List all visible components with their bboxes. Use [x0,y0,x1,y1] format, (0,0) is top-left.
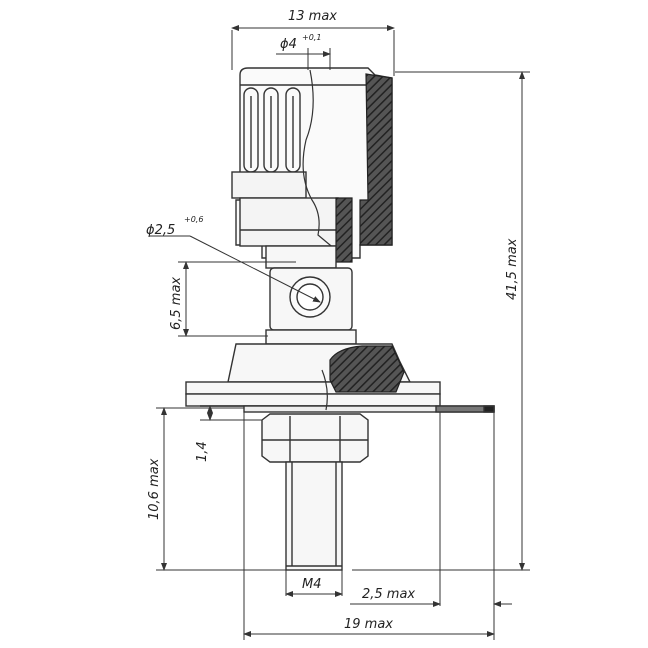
dim-plate-offset: 2,5 max [362,587,415,602]
dimension-lines [150,25,530,640]
dim-hole-height: 6,5 max [169,277,184,330]
dim-flange-thickness: 1,4 [195,441,210,462]
break-line [302,69,337,251]
cap-section-hatch [335,73,393,263]
hex-nut [261,413,369,463]
dim-cross-hole-dia: ϕ2,5 [146,223,175,238]
base-break-line [321,369,328,411]
dim-bore-dia: ϕ4 [280,37,297,52]
dim-thread: M4 [302,577,322,592]
dim-cross-hole-tol: +0,6 [184,215,203,224]
dim-thread-length: 10,6 max [147,458,162,520]
dim-top-width: 13 max [288,9,337,24]
threaded-stud [285,461,343,571]
dim-total-height: 41,5 max [505,238,520,300]
dim-bottom-width: 19 max [344,617,393,632]
dim-bore-tol: +0,1 [302,33,321,42]
base-section-hatch [329,345,405,393]
